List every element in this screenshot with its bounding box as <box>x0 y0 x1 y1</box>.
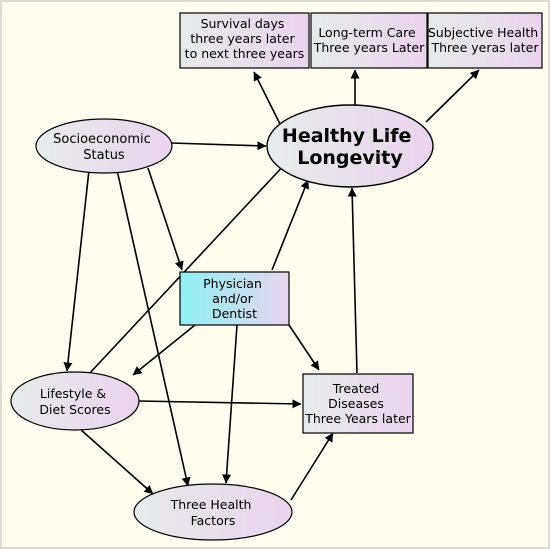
physician-line-3: Dentist <box>212 306 257 321</box>
node-socioeconomic-status: Socioeconomic Status <box>35 118 173 174</box>
edge-physician-healthy <box>271 179 310 271</box>
socio-line-1: Socioeconomic <box>53 132 151 147</box>
node-subjective-health: Subjective Health Three yeras later <box>427 12 543 69</box>
socio-line-2: Status <box>83 148 125 163</box>
node-long-term-care: Long-term Care Three years Later <box>310 12 428 69</box>
treated-line-3: Three Years later <box>304 411 411 426</box>
lifestyle-line-2: Diet Scores <box>39 402 110 417</box>
node-three-health-factors: Three Health Factors <box>133 483 293 541</box>
ltc-line-2: Three years Later <box>313 40 425 55</box>
survival-line-2: three years later <box>190 31 295 46</box>
three-line-1: Three Health <box>170 497 252 512</box>
svg-text:Lifestyle & Diet Scores: Lifestyle & Diet Scores <box>39 386 110 417</box>
svg-text:Physician and/or D: Physician and/or Dentist <box>203 276 266 321</box>
edge-physician-lifestyle <box>132 324 196 376</box>
svg-text:Treated Diseases T: Treated Diseases Three Years later <box>304 381 411 426</box>
svg-text:Subjective Health Three: Subjective Health Three yeras later <box>428 25 542 55</box>
svg-text:Healthy Life Longevity: Healthy Life Longevity <box>282 125 418 169</box>
healthy-line-1: Healthy Life <box>282 125 412 147</box>
node-treated-diseases: Treated Diseases Three Years later <box>302 373 414 434</box>
subjective-line-2: Three yeras later <box>430 40 539 55</box>
edge-healthy-survival <box>253 71 281 125</box>
three-line-2: Factors <box>191 513 236 528</box>
physician-line-2: and/or <box>212 291 253 306</box>
edge-physician-treated <box>288 324 320 371</box>
edge-socio-healthy <box>170 141 267 151</box>
edge-socio-lifestyle <box>63 169 90 372</box>
node-lifestyle-diet-scores: Lifestyle & Diet Scores <box>10 371 140 431</box>
edge-physician-three <box>222 324 238 484</box>
healthy-line-2: Longevity <box>297 147 403 169</box>
survival-line-1: Survival days <box>201 16 285 31</box>
lifestyle-line-1: Lifestyle & <box>40 386 106 401</box>
svg-text:Survival days three year: Survival days three years later to next … <box>185 16 305 61</box>
survival-line-3: to next three years <box>185 46 305 61</box>
edge-socio-three <box>116 169 191 487</box>
edge-socio-physician <box>147 167 184 271</box>
treated-line-2: Diseases <box>328 396 384 411</box>
node-survival-days: Survival days three years later to next … <box>179 12 310 69</box>
edge-treated-healthy <box>347 187 358 374</box>
physician-line-1: Physician <box>203 276 262 291</box>
svg-text:Socioeconomic Status: Socioeconomic Status <box>53 132 155 163</box>
treated-line-1: Treated <box>332 381 380 396</box>
svg-text:Three Health Factors: Three Health Factors <box>170 497 256 528</box>
ltc-line-1: Long-term Care <box>318 25 416 40</box>
node-physician-dentist: Physician and/or Dentist <box>179 271 290 326</box>
edge-lifestyle-three <box>79 428 154 495</box>
subjective-line-1: Subjective Health <box>428 25 538 40</box>
edge-lifestyle-treated <box>138 399 302 409</box>
edge-lifestyle-healthy <box>87 161 288 376</box>
svg-text:Long-term Care Three yea: Long-term Care Three years Later <box>313 25 425 55</box>
edge-healthy-subjective <box>425 69 480 123</box>
edge-three-treated <box>290 432 334 501</box>
edges <box>63 69 480 501</box>
node-healthy-life-longevity: Healthy Life Longevity <box>266 104 434 188</box>
